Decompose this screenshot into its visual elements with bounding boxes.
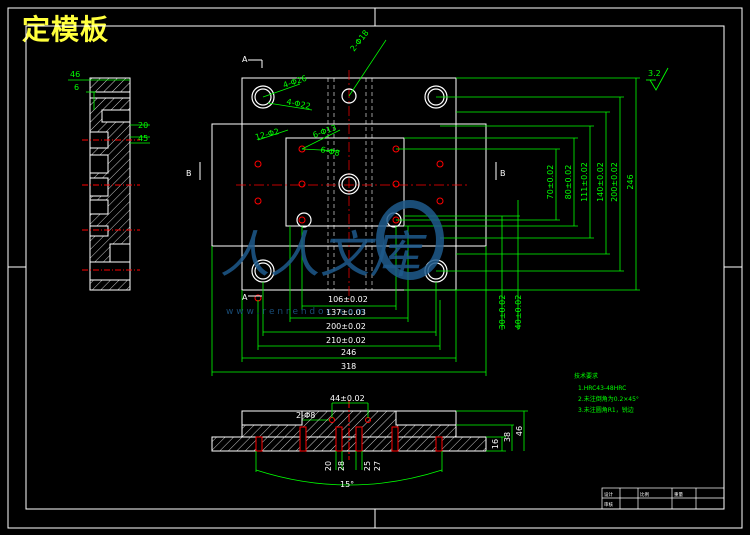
section-label-a-top: A <box>242 55 248 64</box>
dim-2-phi18: 2-Φ18 <box>348 28 370 53</box>
dim-2-phi8: 2-Φ8 <box>296 411 315 420</box>
dim-200: 200±0.02 <box>326 322 366 331</box>
title-cell-3: 重量 <box>674 491 683 498</box>
title-cell-2: 比例 <box>640 491 649 498</box>
watermark-url: w w w . r e n r e n d o c . c o m <box>226 307 365 317</box>
dim-side-45: 45 <box>138 134 148 143</box>
dim-4-phi26: 4-Φ26 <box>282 74 308 90</box>
dim-80: 80±0.02 <box>564 165 573 200</box>
dim-30: 30±0.02 <box>498 295 507 330</box>
dim-27-section: 27 <box>373 461 382 471</box>
roughness-value: 3.2 <box>648 69 661 78</box>
dim-15-deg: 15° <box>340 480 354 489</box>
title-cell-4: 审核 <box>604 501 613 508</box>
dim-6-phi8: 6-Φ8 <box>320 145 341 158</box>
roughness-symbol <box>646 67 669 91</box>
dim-318: 318 <box>341 362 356 371</box>
dim-46-section: 46 <box>515 426 524 436</box>
title-cell-1: 设计 <box>604 491 613 498</box>
plan-view <box>199 59 497 302</box>
note-2: 2.未注倒角为0.2×45° <box>578 395 639 403</box>
section-dim-lines <box>255 402 528 486</box>
section-label-a-bottom: A <box>242 293 248 302</box>
dim-25-section: 25 <box>363 461 372 471</box>
side-view <box>68 77 150 291</box>
note-1: 1.HRC43-48HRC <box>578 385 626 392</box>
right-dim-lines <box>396 77 640 330</box>
dim-28-section: 28 <box>337 461 346 471</box>
dim-16: 16 <box>491 439 500 449</box>
dim-44: 44±0.02 <box>330 394 365 403</box>
section-label-b-left: B <box>186 169 192 178</box>
note-3: 3.未注圆角R1，锐边 <box>578 406 634 414</box>
dim-111: 111±0.02 <box>580 162 589 202</box>
dim-side-6: 6 <box>74 83 79 92</box>
dim-40: 40±0.02 <box>514 295 523 330</box>
drawing-title: 定模板 <box>22 13 110 46</box>
dim-106: 106±0.02 <box>328 295 368 304</box>
dim-4-phi22: 4-Φ22 <box>286 97 312 111</box>
section-view <box>211 400 487 460</box>
dim-246-v: 246 <box>626 174 635 189</box>
technical-notes: 技术要求 1.HRC43-48HRC 2.未注倒角为0.2×45° 3.未注圆角… <box>574 372 639 414</box>
dim-137: 137±0.03 <box>326 308 366 317</box>
section-label-b-right: B <box>500 169 506 178</box>
dim-246-h: 246 <box>341 348 356 357</box>
dim-side-20: 20 <box>138 121 148 130</box>
watermark-logo <box>376 200 444 280</box>
dim-70: 70±0.02 <box>546 165 555 200</box>
watermark-text: 人人文库 <box>220 226 427 284</box>
dim-side-46: 46 <box>70 70 80 79</box>
dim-210: 210±0.02 <box>326 336 366 345</box>
dim-12-phi2: 12-Φ2 <box>254 127 280 142</box>
dim-38: 38 <box>503 432 512 442</box>
notes-heading: 技术要求 <box>574 372 598 380</box>
dim-140: 140±0.02 <box>596 162 605 202</box>
dim-20-section: 20 <box>324 461 333 471</box>
dim-200-v: 200±0.02 <box>610 162 619 202</box>
title-block <box>601 487 725 510</box>
bottom-dim-lines <box>211 226 487 376</box>
